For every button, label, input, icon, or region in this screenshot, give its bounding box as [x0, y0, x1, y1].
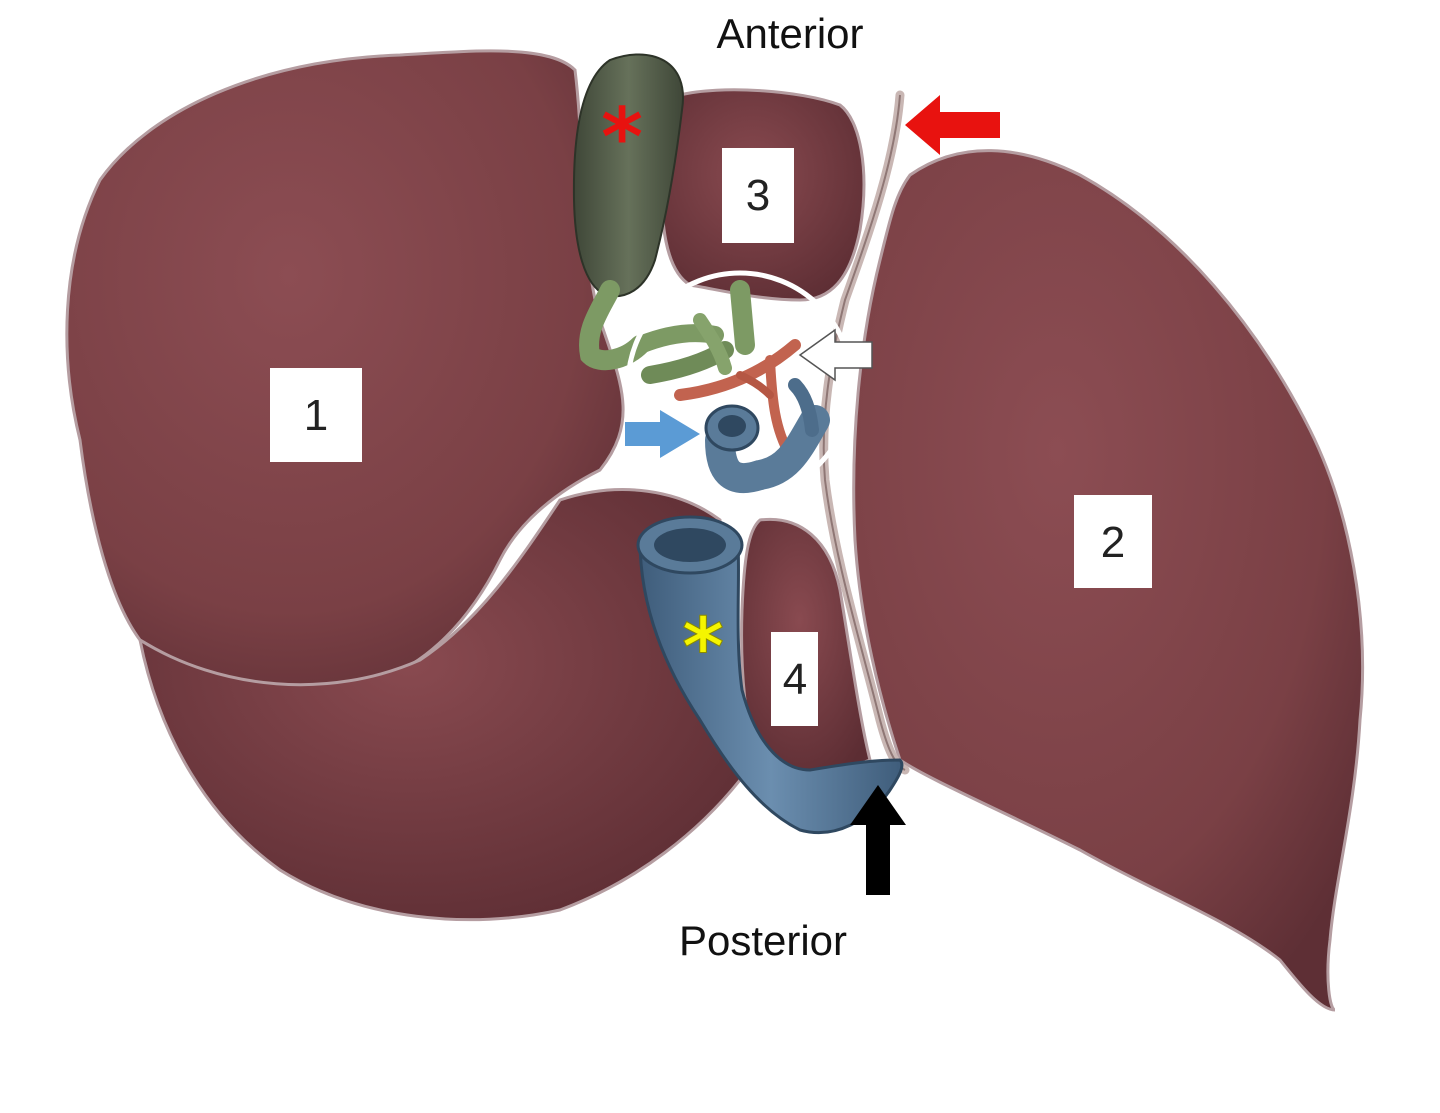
anterior-label: Anterior: [716, 10, 863, 57]
porta-hepatis-circle: [625, 270, 855, 500]
label-box-1: 1: [270, 368, 362, 462]
blue-arrow-right-icon: [625, 410, 700, 458]
inferior-vena-cava: [636, 515, 904, 835]
white-arrow-left-icon: [798, 328, 873, 382]
label-1: 1: [304, 391, 328, 440]
label-box-3: 3: [722, 148, 794, 243]
vena-cava-asterisk: *: [682, 601, 724, 694]
label-3: 3: [746, 171, 770, 220]
label-4: 4: [783, 655, 807, 704]
posterior-label: Posterior: [679, 917, 847, 964]
black-arrow-up-icon: [850, 785, 906, 895]
porta-hepatis-structures: [579, 280, 830, 494]
gallbladder: [572, 53, 685, 298]
label-box-4: 4: [771, 632, 818, 726]
label-2: 2: [1101, 518, 1125, 567]
label-box-2: 2: [1074, 495, 1152, 588]
red-arrow-left-icon: [905, 95, 1000, 155]
gallbladder-asterisk: *: [601, 91, 643, 184]
